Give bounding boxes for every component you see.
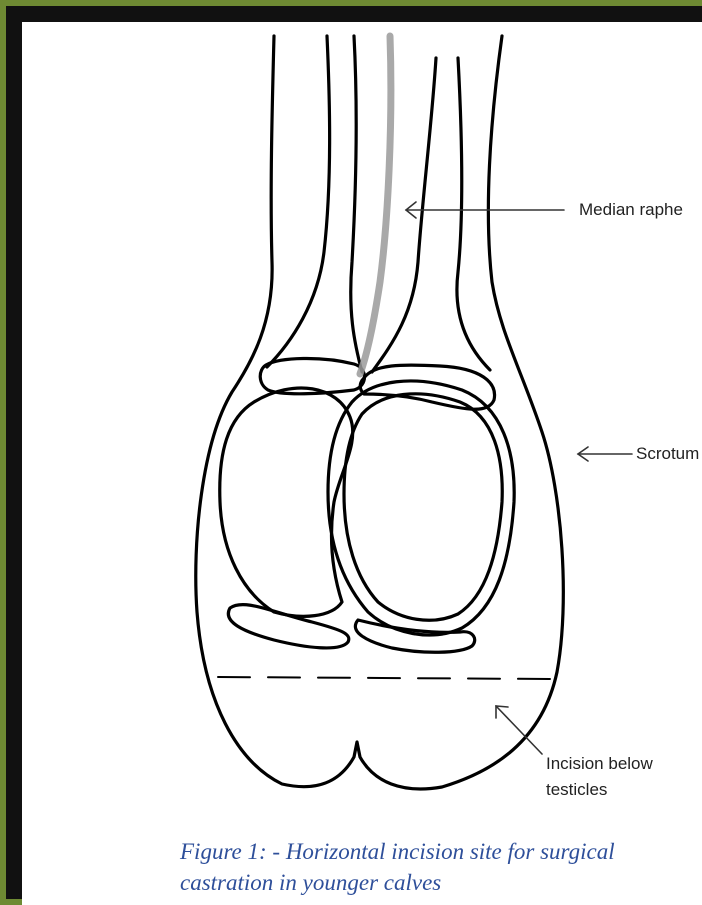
right-cord-outer (457, 58, 490, 370)
incision-arrow (496, 706, 542, 754)
caption-line-1: Figure 1: - Horizontal incision site for… (180, 836, 615, 867)
right-testicle-outer (328, 381, 514, 635)
median-raphe-label: Median raphe (579, 200, 683, 220)
figure-caption: Figure 1: - Horizontal incision site for… (180, 836, 615, 898)
left-cord-inner (351, 36, 362, 372)
incision-label-line2: testicles (546, 780, 607, 800)
right-epididymis-head (360, 365, 494, 409)
median-raphe-arrow (406, 202, 564, 218)
median-raphe-line (360, 36, 391, 374)
caption-line-2: castration in younger calves (180, 867, 615, 898)
right-epididymis-tail (355, 620, 474, 652)
scrotum-arrow (578, 447, 632, 461)
diagram-canvas: Median raphe Scrotum Incision below test… (22, 22, 702, 905)
scrotum-outline (196, 36, 564, 789)
incision-label-line1: Incision below (546, 754, 653, 774)
incision-line (218, 677, 550, 679)
left-testicle (220, 388, 353, 616)
right-testicle-inner (344, 394, 502, 620)
left-cord-outer (267, 36, 330, 367)
right-cord-inner (372, 58, 436, 372)
inner-border: Median raphe Scrotum Incision below test… (6, 6, 702, 899)
scrotum-label: Scrotum (636, 444, 699, 464)
